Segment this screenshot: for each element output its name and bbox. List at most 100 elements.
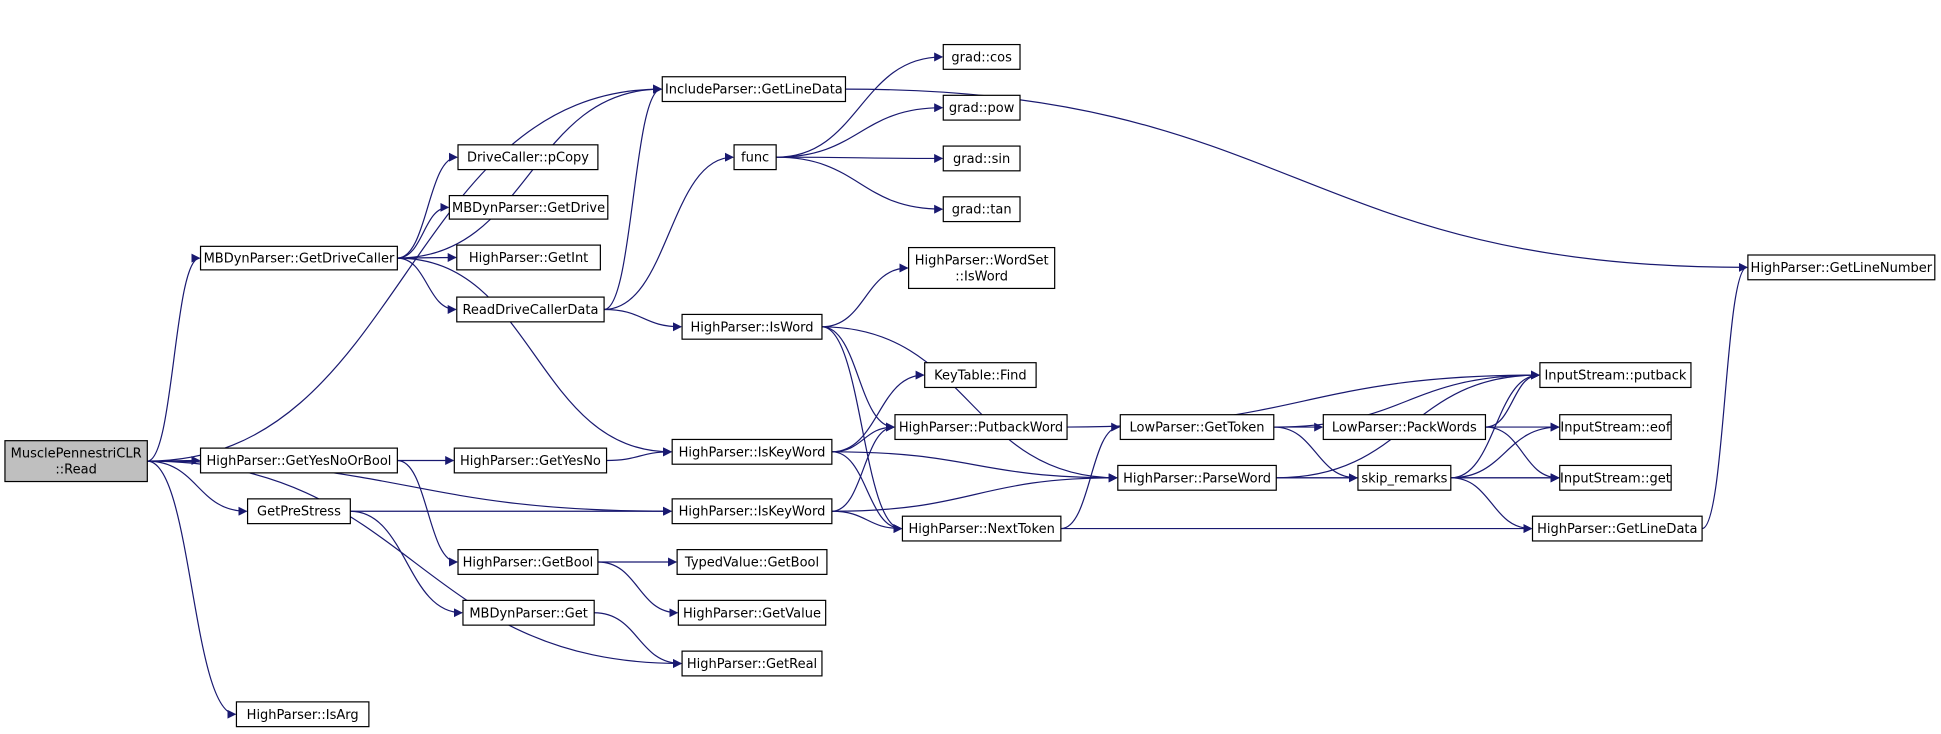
node-label: MBDynParser::Get bbox=[469, 606, 587, 621]
node-func[interactable]: func bbox=[733, 144, 777, 171]
node-getdrivecaller[interactable]: MBDynParser::GetDriveCaller bbox=[199, 245, 398, 271]
edge-getdrivecaller-to-getdrive bbox=[397, 202, 450, 259]
node-cos[interactable]: grad::cos bbox=[942, 43, 1021, 70]
node-iskeyword2[interactable]: HighParser::IsKeyWord bbox=[671, 498, 833, 525]
node-box bbox=[733, 144, 777, 171]
node-getint[interactable]: HighParser::GetInt bbox=[456, 244, 601, 271]
edge-iskeyword2-to-putbackword bbox=[831, 422, 895, 512]
node-label: GetPreStress bbox=[257, 505, 341, 520]
node-label: grad::sin bbox=[953, 152, 1010, 167]
node-label: HighParser::PutbackWord bbox=[899, 421, 1063, 436]
node-box bbox=[676, 549, 828, 575]
node-getdrive[interactable]: MBDynParser::GetDrive bbox=[448, 194, 609, 220]
node-label: HighParser::IsArg bbox=[247, 708, 359, 723]
node-label: HighParser::GetReal bbox=[687, 657, 817, 672]
node-label: HighParser::GetInt bbox=[469, 251, 588, 266]
edge-read-to-getprestress bbox=[147, 460, 248, 516]
node-box bbox=[924, 362, 1037, 389]
node-getlinenumber[interactable]: HighParser::GetLineNumber bbox=[1747, 254, 1936, 281]
node-wordset[interactable]: HighParser::WordSet::IsWord bbox=[908, 246, 1056, 290]
node-packwords[interactable]: LowParser::PackWords bbox=[1322, 414, 1487, 441]
node-label: HighParser::GetLineData bbox=[1537, 522, 1697, 537]
node-box bbox=[199, 447, 398, 474]
node-box bbox=[1559, 464, 1672, 491]
edge-iskeyword1-to-putbackword bbox=[831, 422, 895, 453]
nodes: MusclePennestriCLR::ReadMBDynParser::Get… bbox=[4, 43, 1936, 728]
edge-skipremarks-to-putback bbox=[1450, 370, 1540, 479]
node-getprestress[interactable]: GetPreStress bbox=[246, 498, 351, 525]
node-isarg[interactable]: HighParser::IsArg bbox=[235, 701, 370, 728]
node-label: TypedValue::GetBool bbox=[684, 555, 819, 570]
node-box bbox=[235, 701, 370, 728]
edge-packwords-to-isget bbox=[1485, 426, 1560, 483]
edge-isword-to-nexttoken bbox=[821, 326, 903, 534]
edge-getprestress-to-mbget bbox=[350, 510, 463, 618]
node-box bbox=[4, 440, 148, 483]
edge-iskeyword1-to-keyfind bbox=[831, 370, 925, 453]
node-putback[interactable]: InputStream::putback bbox=[1539, 362, 1692, 389]
node-box bbox=[908, 246, 1056, 290]
node-isget[interactable]: InputStream::get bbox=[1559, 464, 1672, 491]
node-box bbox=[457, 144, 599, 171]
node-label: IncludeParser::GetLineData bbox=[665, 83, 843, 98]
node-label: HighParser::IsKeyWord bbox=[679, 445, 826, 460]
node-box bbox=[1531, 515, 1703, 542]
node-getvalue[interactable]: HighParser::GetValue bbox=[677, 599, 827, 626]
node-putbackword[interactable]: HighParser::PutbackWord bbox=[894, 414, 1068, 441]
edge-readdrive-to-incl_getline bbox=[603, 84, 663, 311]
node-isword[interactable]: HighParser::IsWord bbox=[681, 313, 823, 340]
edge-getyesno-to-iskeyword1 bbox=[606, 447, 673, 462]
node-box bbox=[453, 447, 608, 474]
node-pow[interactable]: grad::pow bbox=[942, 94, 1021, 121]
node-keyfind[interactable]: KeyTable::Find bbox=[924, 362, 1037, 389]
node-label: MusclePennestriCLR bbox=[11, 447, 142, 462]
node-box bbox=[894, 414, 1068, 441]
edge-skipremarks-to-eof bbox=[1450, 422, 1560, 479]
node-incl_getline[interactable]: IncludeParser::GetLineData bbox=[661, 76, 847, 103]
node-eof[interactable]: InputStream::eof bbox=[1559, 414, 1672, 441]
node-box bbox=[661, 76, 847, 103]
node-iskeyword1[interactable]: HighParser::IsKeyWord bbox=[671, 438, 833, 465]
node-box bbox=[456, 296, 605, 323]
node-sin[interactable]: grad::sin bbox=[942, 145, 1021, 172]
edge-getdrivecaller-to-incl_getline bbox=[397, 84, 663, 259]
node-box bbox=[671, 498, 833, 525]
node-box bbox=[942, 145, 1021, 172]
node-hp_getline[interactable]: HighParser::GetLineData bbox=[1531, 515, 1703, 542]
edge-iskeyword1-to-nexttoken bbox=[831, 451, 903, 534]
node-label: ::IsWord bbox=[955, 270, 1008, 285]
node-getyesnoorbool[interactable]: HighParser::GetYesNoOrBool bbox=[199, 447, 398, 474]
edge-isword-to-wordset bbox=[821, 263, 909, 328]
node-readdrive[interactable]: ReadDriveCallerData bbox=[456, 296, 605, 323]
edge-skipremarks-to-hp_getline bbox=[1450, 477, 1533, 534]
node-label: grad::pow bbox=[949, 101, 1015, 116]
node-label: InputStream::get bbox=[1560, 471, 1671, 486]
node-getreal[interactable]: HighParser::GetReal bbox=[681, 650, 823, 677]
node-box bbox=[1539, 362, 1692, 389]
edge-isword-to-parseword bbox=[821, 326, 1118, 483]
node-parseword[interactable]: HighParser::ParseWord bbox=[1117, 464, 1277, 491]
node-pcopy[interactable]: DriveCaller::pCopy bbox=[457, 144, 599, 171]
node-getyesno[interactable]: HighParser::GetYesNo bbox=[453, 447, 608, 474]
node-box bbox=[671, 438, 833, 465]
node-read[interactable]: MusclePennestriCLR::Read bbox=[4, 440, 148, 483]
node-label: InputStream::eof bbox=[1560, 421, 1670, 436]
node-lowgettoken[interactable]: LowParser::GetToken bbox=[1119, 414, 1275, 441]
node-tan[interactable]: grad::tan bbox=[942, 196, 1021, 223]
node-getbool[interactable]: HighParser::GetBool bbox=[457, 549, 599, 575]
edge-nexttoken-to-lowgettoken bbox=[1060, 422, 1121, 530]
node-box bbox=[199, 245, 398, 271]
edge-getdrivecaller-to-pcopy bbox=[397, 152, 458, 259]
edge-func-to-sin bbox=[776, 153, 944, 163]
node-tvgetbool[interactable]: TypedValue::GetBool bbox=[676, 549, 828, 575]
node-mbget[interactable]: MBDynParser::Get bbox=[462, 599, 595, 626]
node-label: HighParser::ParseWord bbox=[1123, 471, 1271, 486]
node-box bbox=[462, 599, 595, 626]
edge-getdrivecaller-to-readdrive bbox=[397, 257, 457, 314]
node-box bbox=[901, 515, 1062, 542]
node-box bbox=[681, 650, 823, 677]
node-skipremarks[interactable]: skip_remarks bbox=[1357, 464, 1452, 491]
edge-func-to-tan bbox=[776, 156, 944, 214]
node-nexttoken[interactable]: HighParser::NextToken bbox=[901, 515, 1062, 542]
